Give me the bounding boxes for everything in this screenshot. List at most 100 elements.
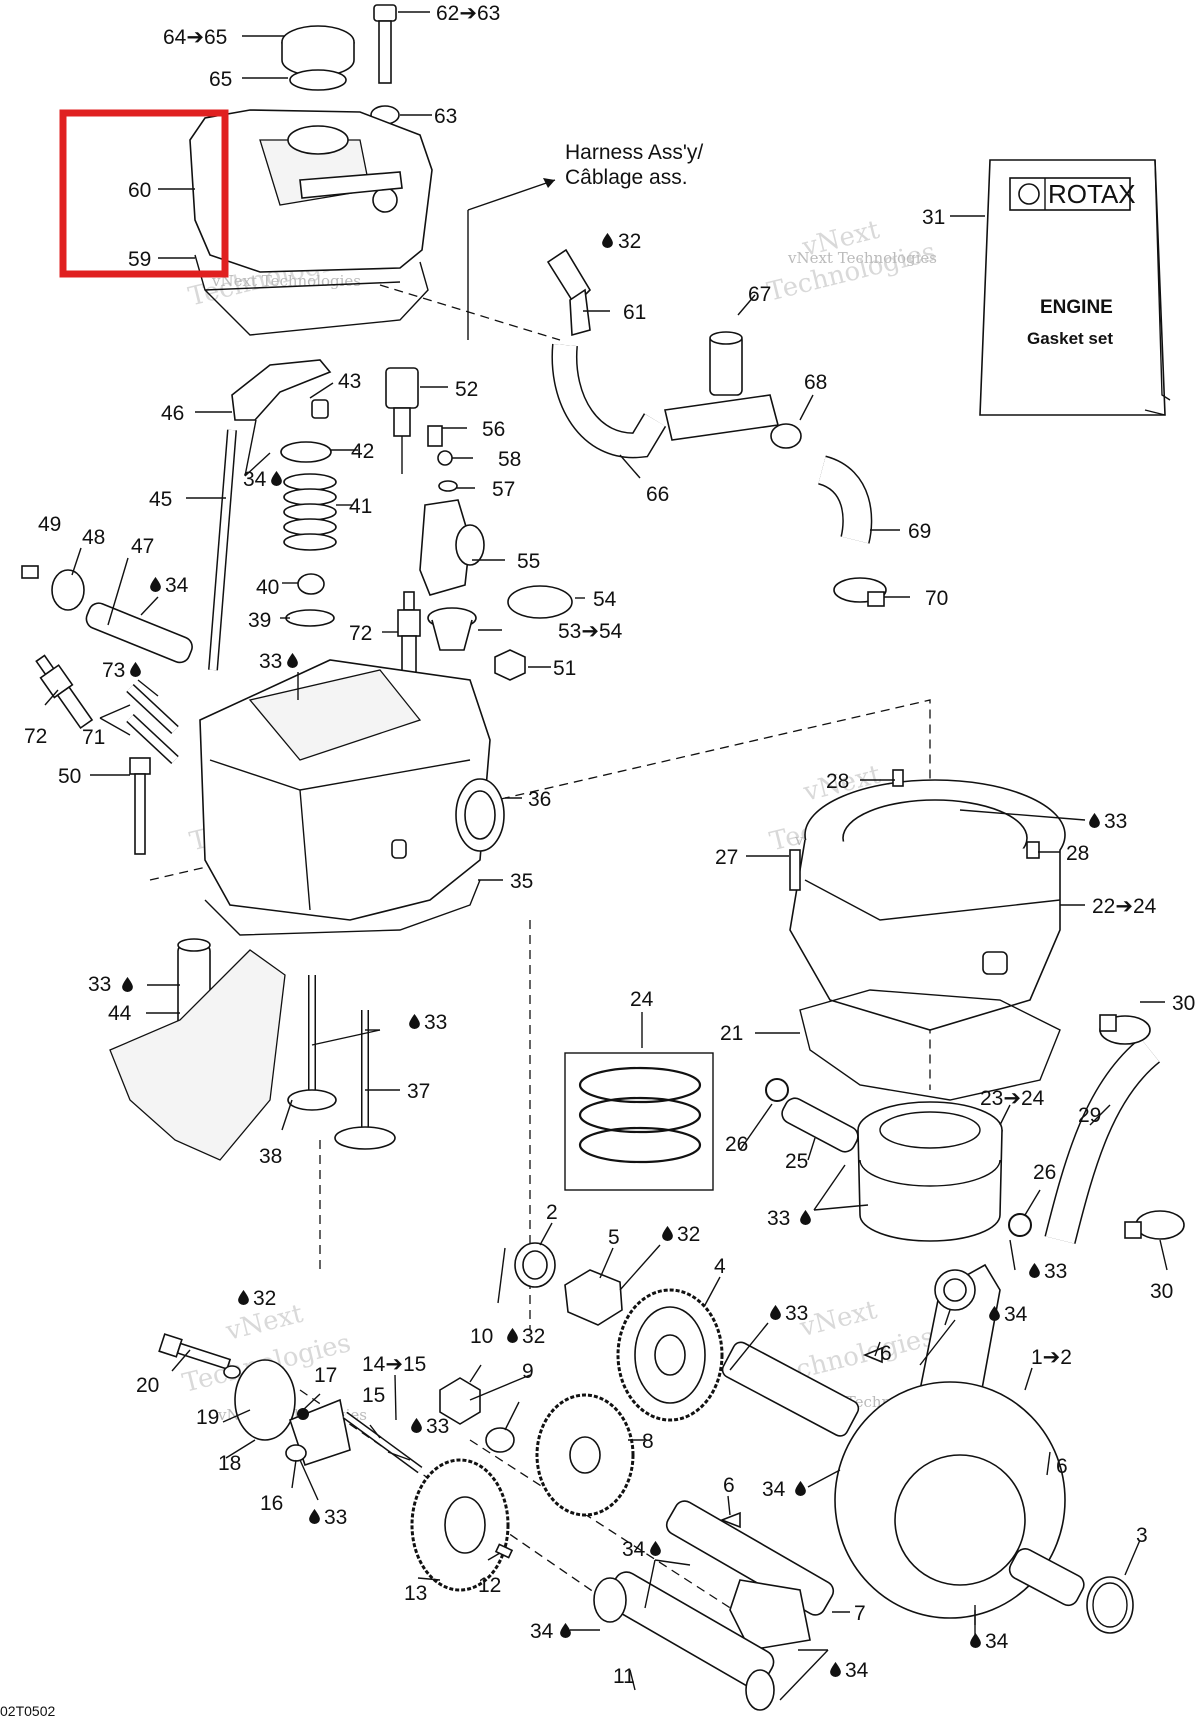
callout: 33 — [259, 650, 282, 673]
thermostat — [427, 607, 477, 651]
key — [862, 1346, 883, 1364]
callout: 18 — [218, 1452, 241, 1475]
pin — [494, 1543, 514, 1559]
callout: 34 — [530, 1620, 554, 1643]
callout: 4 — [714, 1255, 726, 1278]
callout: 41 — [349, 495, 372, 518]
callout: 38 — [259, 1145, 282, 1168]
hose-clamp — [1124, 1210, 1185, 1240]
callout: 33 — [1044, 1260, 1067, 1283]
callout: 63 — [434, 105, 457, 128]
rotax-logo-text: ROTAX — [1048, 179, 1136, 209]
thermostat-housing — [419, 499, 485, 596]
callout: 35 — [510, 870, 533, 893]
callout: 34 — [622, 1538, 646, 1561]
callout: 10 — [470, 1325, 493, 1348]
callout: 28 — [826, 770, 849, 793]
callout: 26 — [1033, 1161, 1056, 1184]
thermostat-gasket — [507, 585, 573, 619]
callout: 66 — [646, 483, 669, 506]
callout: 68 — [804, 371, 827, 394]
callout: 71 — [82, 726, 105, 749]
callout: 44 — [108, 1002, 132, 1025]
watermark-small: vNext Technologies — [787, 249, 937, 267]
balance-shaft — [665, 1500, 835, 1651]
cover-plate — [51, 569, 85, 611]
camshaft — [593, 1571, 775, 1711]
rocker-arm — [231, 359, 332, 421]
callout: 34 — [243, 468, 267, 491]
callout: 73 — [102, 659, 125, 682]
piston — [857, 1101, 1003, 1242]
nut — [439, 1377, 481, 1425]
spring-retainer — [280, 441, 332, 463]
callout: 43 — [338, 370, 361, 393]
spark-plug — [35, 654, 94, 730]
engine-parts — [21, 4, 1185, 1711]
callout: 6 — [723, 1474, 735, 1497]
rocker-cover — [189, 109, 433, 336]
callout: 56 — [482, 418, 505, 441]
nut — [494, 649, 526, 681]
seal-ring — [1086, 1576, 1134, 1634]
callout: 22➔24 — [1092, 895, 1157, 918]
oil-filler-cap — [281, 25, 355, 91]
bolt — [158, 1333, 232, 1371]
callout: 19 — [196, 1406, 219, 1429]
callout: 47 — [131, 535, 154, 558]
screw — [21, 565, 39, 579]
callout: 20 — [136, 1374, 159, 1397]
callout: 57 — [492, 478, 515, 501]
rocker-cover-bolt — [370, 4, 400, 125]
callout: 33 — [785, 1302, 808, 1325]
highlight-box — [59, 109, 229, 278]
harness-note-line2: Câblage ass. — [565, 166, 688, 189]
callout: 54 — [593, 588, 617, 611]
gasket-set-line2: Gasket set — [1027, 329, 1113, 348]
cylinder-head — [199, 659, 505, 936]
callout: 42 — [351, 440, 374, 463]
callout: 34 — [845, 1659, 869, 1682]
valve-spring — [283, 473, 337, 551]
watermark-line1: vNext — [796, 1295, 880, 1343]
callout: 37 — [407, 1080, 430, 1103]
callout: 9 — [522, 1360, 534, 1383]
gasket-set-line1: ENGINE — [1040, 297, 1113, 318]
crankshaft-assembly — [721, 1263, 1085, 1619]
callout: 55 — [517, 550, 540, 573]
o-ring — [438, 480, 458, 492]
callout: 48 — [82, 526, 105, 549]
tee-fitting — [664, 331, 780, 441]
callout-labels: 64➔65 62➔63 65 63 60 59 31 32 61 67 68 6… — [24, 2, 1195, 1688]
callout: 45 — [149, 488, 172, 511]
callout: 32 — [677, 1223, 700, 1246]
callout: 12 — [478, 1574, 501, 1597]
callout: 34 — [165, 574, 189, 597]
screw — [427, 425, 443, 447]
callout: 49 — [38, 513, 61, 536]
valve-guide-block — [109, 938, 286, 1161]
callout: 59 — [128, 248, 151, 271]
callout: 69 — [908, 520, 931, 543]
rocker-shaft — [85, 602, 193, 664]
lever-plate — [234, 1359, 296, 1441]
callout: 72 — [349, 622, 372, 645]
callout: 70 — [925, 587, 948, 610]
spark-plug — [397, 591, 421, 683]
callout: 13 — [404, 1582, 427, 1605]
spring-seat-washer — [285, 609, 335, 627]
callout: 53➔54 — [558, 620, 623, 643]
spring — [285, 1444, 307, 1462]
callout: 27 — [715, 846, 738, 869]
hose-cap — [770, 423, 802, 449]
callout: 33 — [424, 1011, 447, 1034]
callout: 31 — [922, 206, 945, 229]
callout: 26 — [725, 1133, 748, 1156]
head-bolt — [129, 757, 151, 855]
callout: 29 — [1078, 1104, 1101, 1127]
callout: 64➔65 — [163, 26, 227, 49]
callout: 36 — [528, 788, 551, 811]
piston-rings-box — [564, 1052, 714, 1191]
callout: 33 — [1104, 810, 1127, 833]
